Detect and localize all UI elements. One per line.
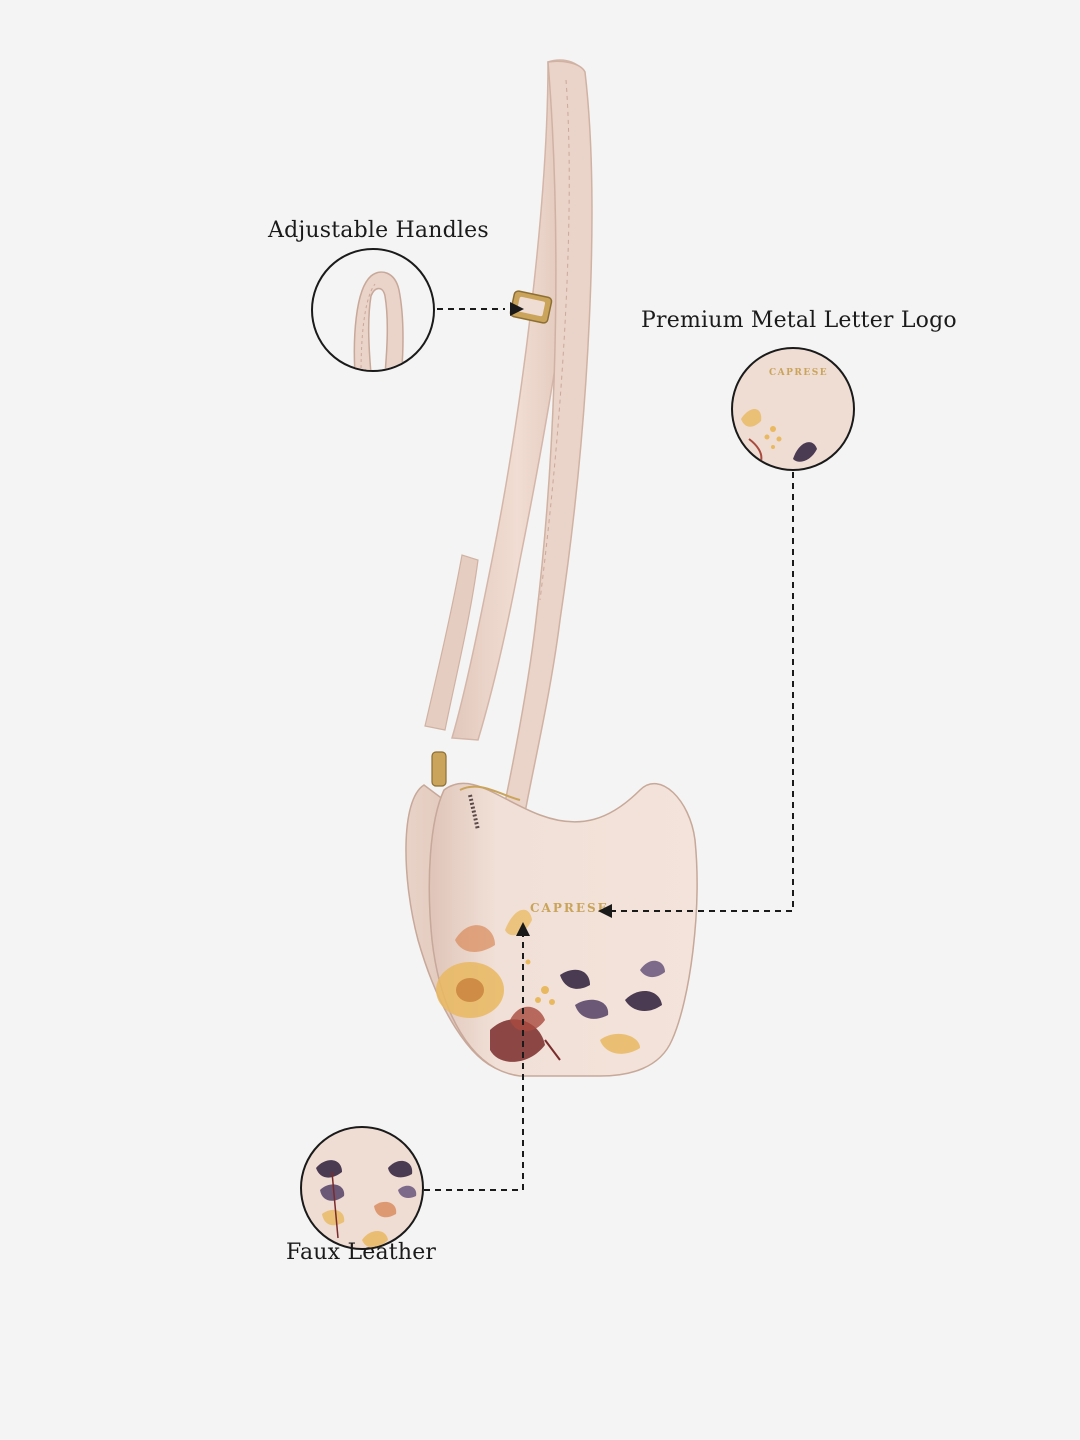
strap-buckle bbox=[509, 290, 553, 324]
label-adjustable-handles: Adjustable Handles bbox=[268, 218, 489, 243]
zoom-circle-handles bbox=[311, 248, 435, 372]
floral-print bbox=[436, 909, 665, 1062]
callout-lines bbox=[424, 308, 794, 1191]
bag-logo: CAPRESE bbox=[530, 901, 609, 915]
label-metal-letter-logo: Premium Metal Letter Logo bbox=[641, 308, 957, 333]
zoom-circle-faux-leather bbox=[300, 1126, 424, 1250]
zoom-logo-text: CAPRESE bbox=[769, 368, 828, 378]
label-faux-leather: Faux Leather bbox=[286, 1240, 437, 1265]
callout-arrowheads bbox=[510, 302, 612, 936]
ring-left bbox=[431, 751, 447, 787]
zoom-circle-logo: CAPRESE bbox=[731, 347, 855, 471]
